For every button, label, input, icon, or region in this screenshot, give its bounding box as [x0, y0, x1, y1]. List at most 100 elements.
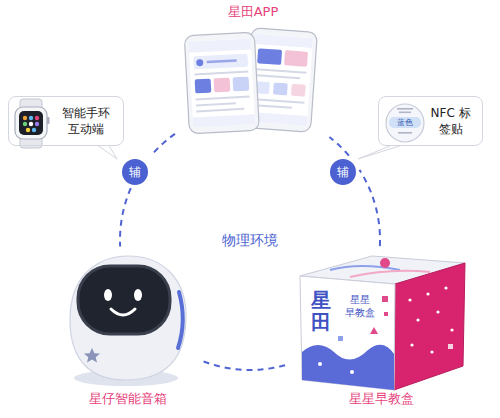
box-print: 星星 早教盒 [345, 293, 376, 319]
app-node: 星田APP [178, 4, 328, 134]
nfc-tag-icon-part [386, 104, 424, 142]
callout-box: NFC 标签贴 [378, 96, 483, 146]
box-illustration-part [408, 298, 411, 301]
badge-text: 辅 [337, 166, 349, 178]
ring-connector [120, 188, 131, 246]
watch-icon-part [23, 116, 27, 120]
device-node: 星仔智能音箱 [55, 250, 200, 410]
phone-illustration-part-part [196, 96, 250, 101]
box-illustration-part [300, 276, 395, 390]
box-illustration-part [394, 263, 465, 390]
phone-illustration-part-part [194, 71, 248, 76]
phone-illustration-part-part [254, 104, 292, 109]
phone-illustration-part-part [196, 59, 203, 66]
phone-illustration-part-part [184, 32, 259, 134]
watch-icon-part [32, 128, 36, 132]
box-illustration-part [444, 286, 447, 289]
box-illustration-part [350, 370, 354, 374]
watch-icon-part [29, 116, 33, 120]
phone-illustration-part [184, 32, 259, 134]
nfc-tag-icon-part [399, 112, 411, 114]
device-node: 星星早教盒 [292, 250, 470, 410]
phone-illustration-part-part [273, 83, 288, 96]
phone-illustration-part-part [193, 114, 255, 127]
box-illustration-part [302, 345, 394, 390]
callout-tail-part [358, 146, 401, 160]
box-illustration-part [380, 258, 390, 268]
phone-illustration-part-part [189, 38, 255, 127]
callout-tail-part [98, 146, 117, 160]
device-title: 星仔智能音箱 [89, 391, 167, 408]
box-illustration-part [410, 343, 413, 346]
speaker-illustration-part [134, 289, 142, 301]
watch-icon-part [15, 107, 47, 139]
callout-text: NFC 标签贴 [429, 105, 472, 137]
speaker-illustration [70, 256, 186, 386]
watch-icon-part [23, 122, 27, 126]
box-illustration-part [450, 328, 453, 331]
phone-illustration-part-part [196, 108, 244, 113]
box-illustration [300, 256, 465, 390]
nfc-tag-icon-part [389, 117, 421, 128]
nfc-tag-icon [386, 104, 424, 142]
box-illustration-part [382, 296, 388, 302]
box-illustration-part [448, 344, 453, 349]
box-illustration-part [430, 350, 433, 353]
aux-badge: 辅 [122, 159, 148, 185]
phone-illustration-part-part [284, 50, 308, 67]
box-illustration-part [330, 266, 400, 270]
ring-connector [204, 361, 289, 370]
phone-illustration-part-part [257, 68, 307, 73]
callout-tail [98, 146, 401, 160]
phone-illustration-part-part [257, 48, 282, 65]
app-title: 星田APP [228, 4, 279, 21]
aux-badge: 辅 [330, 159, 356, 185]
badge-text: 辅 [129, 166, 141, 178]
speaker-illustration-part [111, 309, 135, 315]
watch-icon-part [19, 111, 43, 135]
phone-illustration-part-part [256, 74, 300, 79]
phone-illustration [184, 28, 317, 134]
speaker-illustration-part [178, 292, 183, 348]
ring-connector [151, 134, 175, 156]
speaker-illustration-part [104, 289, 112, 301]
nfc-tag-icon-part [397, 108, 413, 110]
watch-icon-part [29, 122, 33, 126]
box-illustration-part [426, 292, 429, 295]
nfc-tag-icon-part [398, 132, 412, 134]
phone-illustration-part-part [255, 98, 305, 103]
box-illustration-part [384, 312, 388, 316]
box-illustration-part [338, 336, 343, 341]
device-title: 星星早教盒 [349, 391, 414, 408]
phone-illustration-part-part [214, 78, 231, 93]
phone-illustration-part-part [195, 79, 212, 94]
watch-icon [15, 99, 50, 148]
ring-connector [329, 137, 348, 156]
box-illustration-part [370, 327, 378, 334]
speaker-illustration-part [84, 348, 100, 363]
box-illustration-part [436, 310, 439, 313]
box-illustration-part [318, 362, 322, 366]
region-label: 物理环境 [222, 231, 278, 249]
phone-illustration-part-part [254, 34, 313, 48]
tag-print: 蓝色 [397, 117, 413, 127]
box-illustration-part [350, 271, 430, 277]
speaker-illustration-part [78, 266, 170, 334]
box-illustration-part [416, 318, 419, 321]
callout-box: 智能手环 互动端 [8, 96, 124, 146]
phone-illustration-part-part [233, 77, 250, 92]
box-print: 星田 [311, 289, 331, 333]
phone-illustration-part-part [207, 59, 237, 63]
callout-text: 智能手环 互动端 [59, 105, 113, 137]
watch-icon-part [47, 117, 50, 124]
ring-connector [359, 170, 380, 246]
phone-illustration-part-part [189, 38, 251, 52]
watch-icon-part [35, 116, 39, 120]
watch-icon-part [35, 122, 39, 126]
speaker-illustration-part [70, 256, 186, 380]
